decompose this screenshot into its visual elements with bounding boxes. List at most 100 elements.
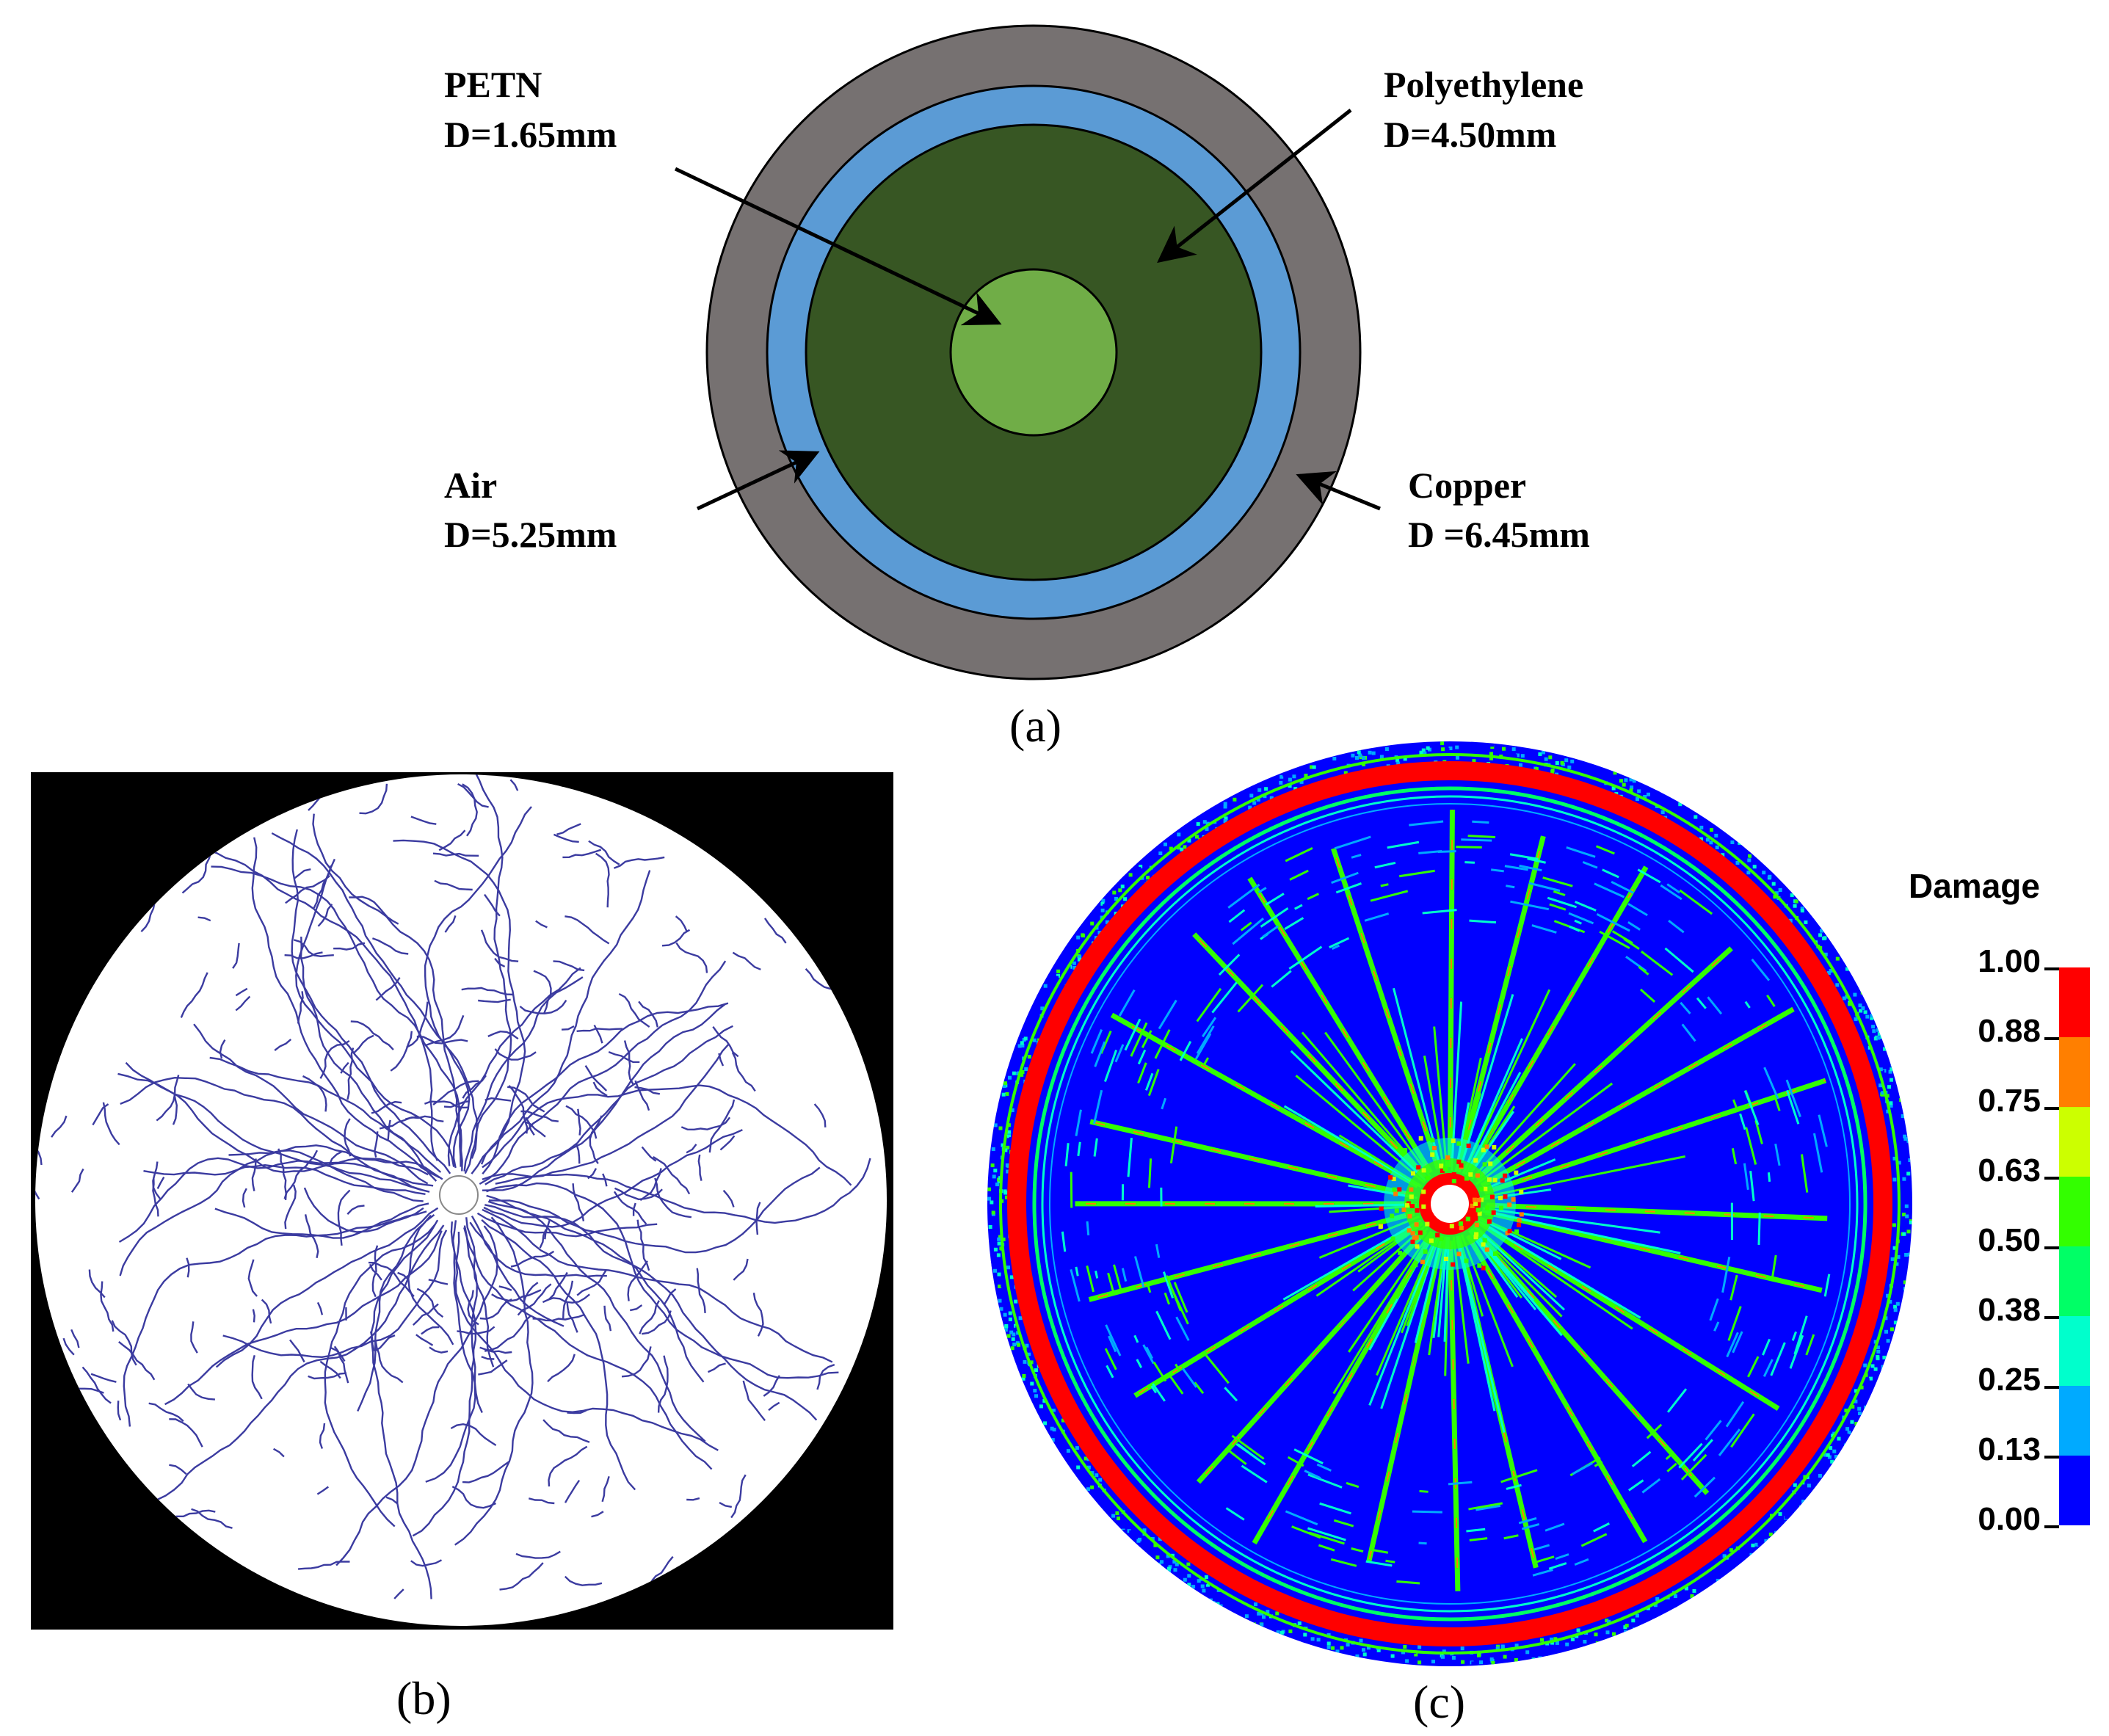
short-crack <box>614 1187 663 1201</box>
rim-speckle <box>1020 1041 1024 1045</box>
rim-speckle <box>1542 750 1545 755</box>
circumferential-crack <box>1767 1172 1771 1183</box>
circumferential-crack <box>1639 988 1656 1003</box>
short-crack <box>544 1219 551 1240</box>
rim-speckle <box>1005 1163 1009 1167</box>
crush-fragment <box>1470 1203 1475 1208</box>
rim-speckle <box>1137 867 1141 871</box>
circumferential-crack <box>1793 1315 1808 1355</box>
circumferential-crack <box>1262 925 1279 938</box>
rim-speckle <box>1751 1555 1755 1560</box>
crush-fragment <box>1473 1158 1478 1163</box>
short-crack <box>387 1119 391 1140</box>
radial-crack <box>484 1204 818 1421</box>
short-crack <box>650 1555 674 1582</box>
circumferential-crack <box>1532 1569 1553 1577</box>
radial-crack <box>482 1084 852 1186</box>
circumferential-crack <box>1235 1443 1266 1466</box>
circumferential-crack <box>1284 917 1304 930</box>
rim-speckle <box>1453 758 1458 762</box>
short-crack <box>548 1445 588 1487</box>
rim-speckle <box>1680 1594 1685 1598</box>
rim-speckle <box>1898 1144 1902 1148</box>
rim-speckle <box>1461 1660 1465 1664</box>
rim-speckle <box>1016 1331 1020 1335</box>
rim-speckle <box>1472 759 1476 763</box>
rim-speckle <box>1771 882 1776 886</box>
crush-fragment <box>1430 1152 1435 1157</box>
rim-speckle <box>1873 1036 1878 1041</box>
rim-speckle <box>1892 1246 1897 1250</box>
short-crack <box>169 1464 187 1475</box>
rim-speckle <box>1515 753 1520 758</box>
rim-speckle <box>1872 1029 1876 1034</box>
crush-fragment <box>1464 1258 1469 1263</box>
rim-speckle <box>991 1265 995 1269</box>
circumferential-crack <box>1666 883 1681 894</box>
crush-fragment <box>1418 1136 1423 1141</box>
short-crack <box>722 1189 735 1207</box>
crush-fragment <box>1421 1168 1426 1173</box>
rim-speckle <box>1090 921 1095 926</box>
short-crack <box>639 1168 662 1202</box>
rim-speckle <box>997 1241 1001 1246</box>
rim-speckle <box>1266 1618 1270 1622</box>
radial-crack <box>450 1221 483 1413</box>
short-crack <box>546 1293 590 1304</box>
rim-speckle <box>1845 1434 1849 1438</box>
rim-speckle <box>1451 1656 1456 1660</box>
rim-speckle <box>1001 1238 1006 1241</box>
circumferential-crack <box>1092 1089 1103 1125</box>
circumferential-crack <box>1385 1559 1395 1564</box>
rim-speckle <box>1837 1437 1841 1441</box>
circumferential-crack <box>1774 1143 1781 1166</box>
rim-speckle <box>1622 782 1626 787</box>
short-crack <box>273 1448 285 1458</box>
circumferential-crack <box>1464 861 1475 864</box>
rim-speckle <box>1858 1412 1862 1415</box>
rim-speckle <box>1202 820 1207 824</box>
circumferential-crack <box>1167 1373 1184 1395</box>
rim-speckle <box>1909 1220 1912 1224</box>
rim-speckle <box>1299 780 1304 784</box>
circumferential-crack <box>1374 861 1396 869</box>
crush-fragment <box>1488 1161 1493 1166</box>
circumferential-crack <box>1114 1044 1125 1063</box>
rim-speckle <box>1605 1619 1609 1623</box>
circumferential-crack <box>1611 880 1634 894</box>
crush-fragment <box>1390 1236 1395 1241</box>
short-crack <box>564 1575 603 1586</box>
rim-speckle <box>1160 1560 1164 1564</box>
short-crack <box>415 1334 434 1346</box>
rim-speckle <box>1860 1036 1865 1040</box>
circumferential-crack <box>1147 1158 1152 1188</box>
rim-speckle <box>1204 1575 1208 1580</box>
circumferential-crack <box>1823 1274 1831 1297</box>
rim-speckle <box>1223 805 1227 809</box>
rim-speckle <box>1773 895 1777 899</box>
fracture-core <box>1485 1211 1823 1291</box>
crush-fragment <box>1443 1177 1448 1181</box>
rim-speckle <box>1907 1274 1912 1278</box>
rim-speckle <box>1282 772 1287 777</box>
short-crack <box>100 1281 115 1332</box>
circumferential-crack <box>1599 930 1630 949</box>
major-fracture <box>1448 1240 1461 1591</box>
circumferential-crack <box>1596 912 1630 932</box>
circumferential-crack <box>1137 1049 1147 1065</box>
crush-fragment <box>1425 1175 1430 1180</box>
rim-speckle <box>1611 786 1616 791</box>
crush-fragment <box>1482 1238 1487 1243</box>
rim-speckle <box>1024 1067 1028 1071</box>
circumferential-crack <box>1774 1097 1781 1111</box>
rim-speckle <box>1854 1017 1858 1021</box>
panel-b-borehole <box>439 1175 479 1215</box>
rim-speckle <box>1227 1586 1231 1591</box>
crush-fragment <box>1413 1263 1418 1268</box>
circumferential-crack <box>1544 1522 1565 1532</box>
rim-speckle <box>1858 1003 1862 1008</box>
radial-crack <box>412 1220 477 1537</box>
circumferential-crack <box>1127 1137 1133 1177</box>
rim-speckle <box>1100 901 1105 906</box>
rim-speckle <box>1834 1455 1838 1459</box>
